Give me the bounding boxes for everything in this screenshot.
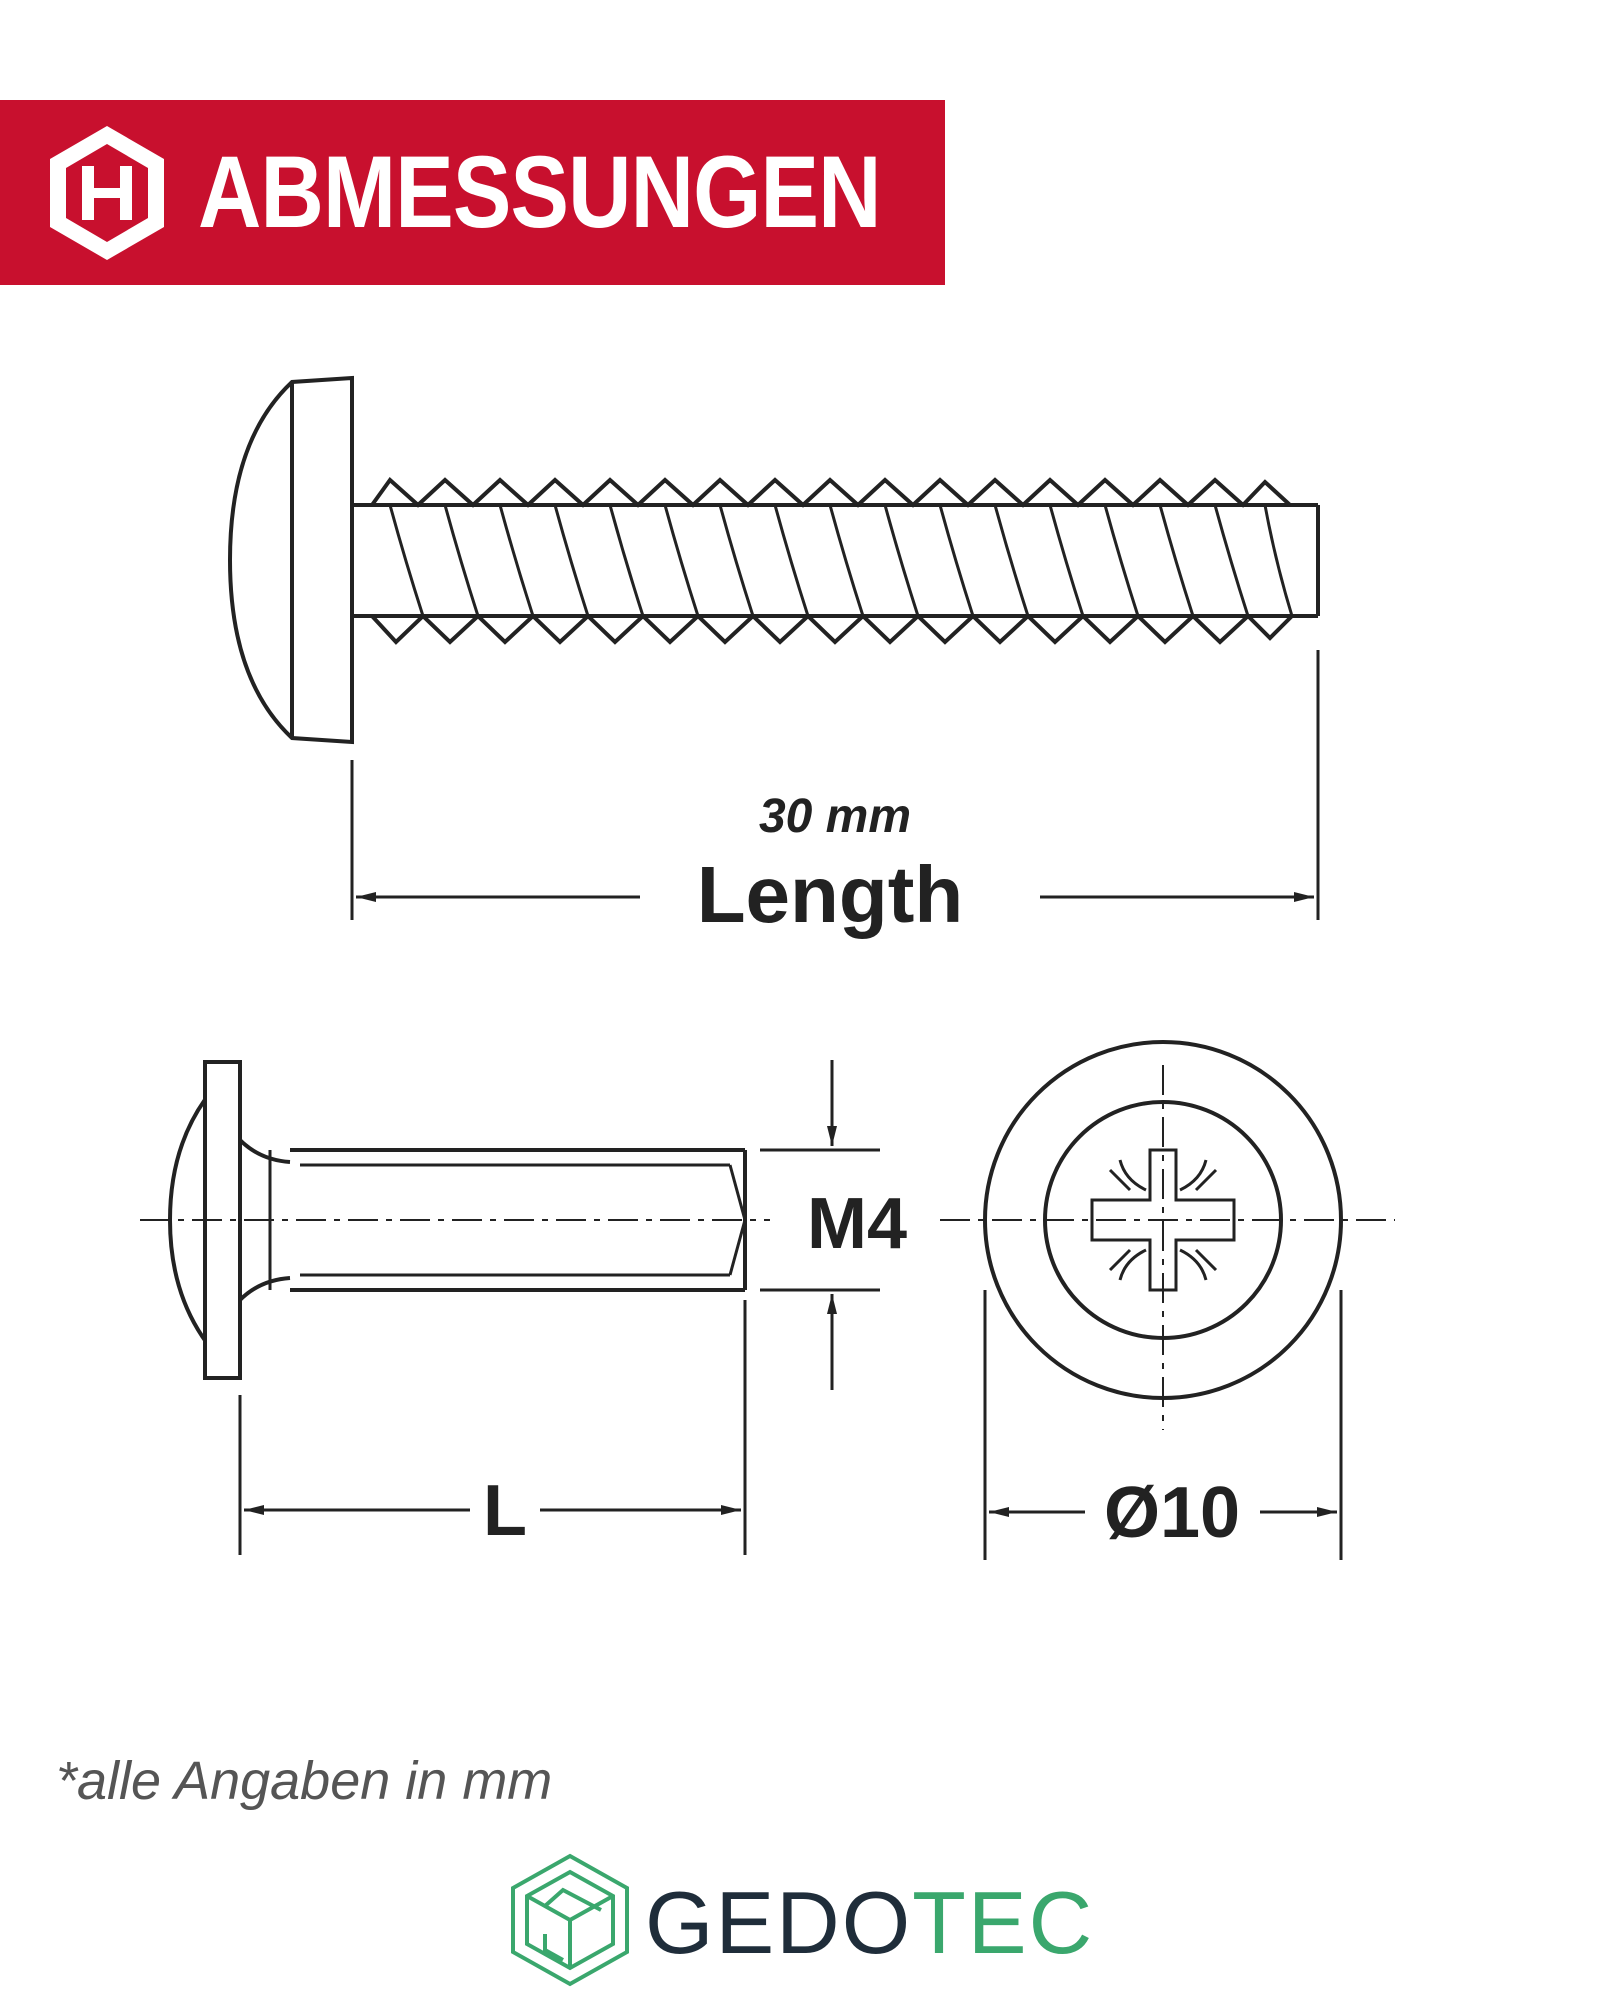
cube-logo-icon: [511, 1853, 629, 1987]
footnote: *alle Angaben in mm: [56, 1751, 553, 1811]
screw-side-view: [227, 375, 1320, 920]
thread-label: M4: [807, 1184, 907, 1264]
brand-logo: GEDOTEC: [505, 1850, 1105, 2000]
brand-name-part2: TEC: [912, 1873, 1095, 1972]
banner-title: ABMESSUNGEN: [198, 135, 881, 249]
screw-thread-view: [140, 1060, 880, 1555]
hexagon-h-icon: [50, 126, 164, 260]
header-banner: ABMESSUNGEN: [0, 100, 945, 285]
length-label: Length: [697, 850, 964, 939]
diameter-label: Ø10: [1104, 1473, 1240, 1553]
length-value: 30 mm: [759, 790, 911, 843]
length-symbol: L: [483, 1471, 527, 1551]
screw-head-view: [940, 1040, 1395, 1560]
brand-name: GEDOTEC: [645, 1872, 1094, 1974]
brand-name-part1: GEDO: [645, 1873, 913, 1972]
